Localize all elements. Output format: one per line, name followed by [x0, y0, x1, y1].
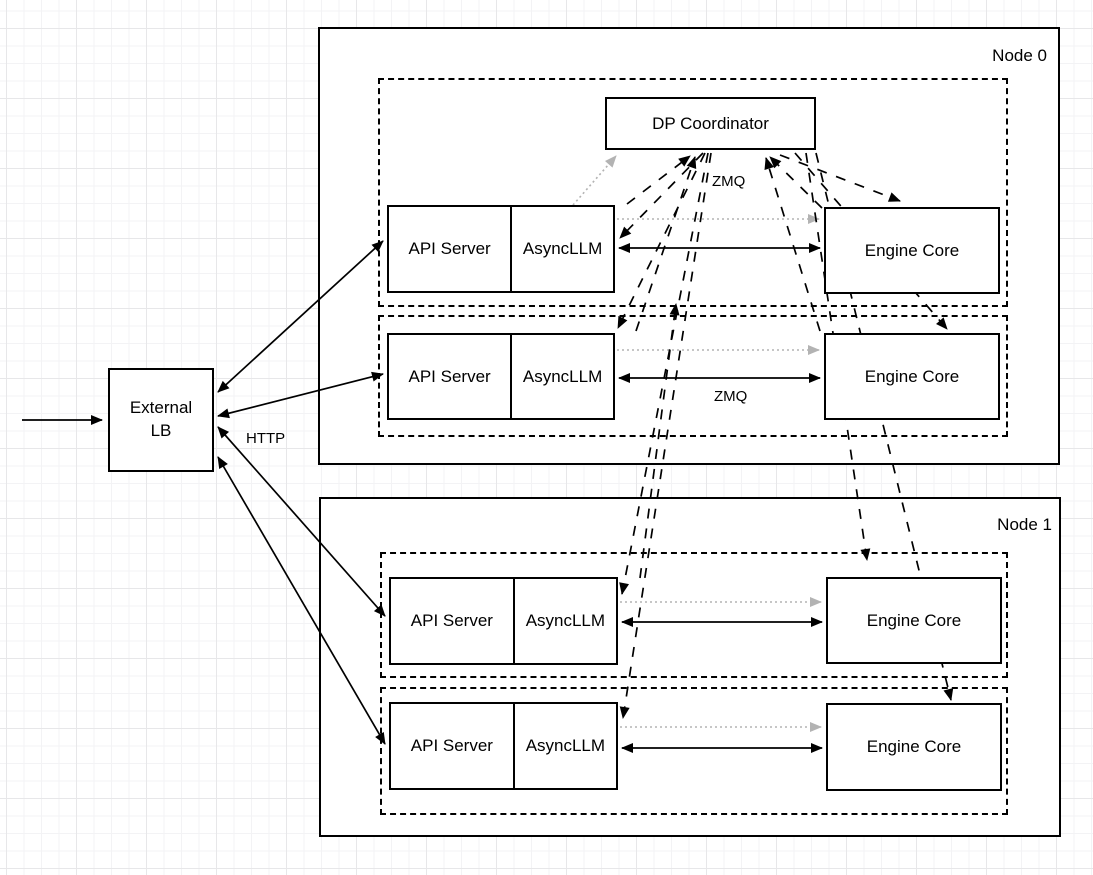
- asyncllm-cell: AsyncLLM: [525, 736, 606, 755]
- engine-core-box-n0r1: Engine Core: [824, 333, 1000, 420]
- asyncllm-cell: AsyncLLM: [522, 239, 603, 258]
- zmq-coordinator-edge-label: ZMQ: [712, 173, 746, 190]
- api-server-cell: API Server: [389, 207, 513, 291]
- api-server-cell: API Server: [389, 335, 513, 418]
- edge-lb-api-n1r1: [217, 456, 386, 745]
- node1-replica1-group: [380, 687, 1008, 815]
- api-server-cell: API Server: [391, 579, 515, 663]
- external-lb-label-line1: External: [129, 398, 193, 418]
- asyncllm-cell: AsyncLLM: [525, 611, 606, 630]
- api-async-box-n1r1: API Server AsyncLLM: [389, 702, 618, 790]
- edge-coordinator-to-async-n0r1: [617, 152, 706, 329]
- engine-core-label: Engine Core: [864, 366, 960, 386]
- engine-core-label: Engine Core: [864, 240, 960, 260]
- engine-core-label: Engine Core: [866, 610, 962, 630]
- engine-core-box-n0r0: Engine Core: [824, 207, 1000, 294]
- api-async-box-n0r0: API Server AsyncLLM: [387, 205, 615, 293]
- api-async-box-n0r1: API Server AsyncLLM: [387, 333, 615, 420]
- edge-lb-api-n0r1: [217, 371, 384, 419]
- edge-coordinator-to-async-n1r0: [619, 152, 709, 595]
- external-lb-label-line2: LB: [150, 421, 172, 440]
- external-lb-box: External LB: [108, 368, 214, 472]
- edge-async-n0r0-to-coordinator: [626, 155, 691, 205]
- edge-coordinator-to-async-n1r1: [619, 152, 712, 719]
- edge-lb-api-n1r0: [217, 426, 386, 617]
- zmq-row-edge-label: ZMQ: [714, 388, 748, 405]
- engine-core-label: Engine Core: [866, 737, 962, 756]
- edge-coordinator-to-async-n0r0: [619, 152, 704, 239]
- edge-lb-api-n0r0: [217, 240, 384, 393]
- edge-coordinator-to-engine-n0r0: [779, 154, 901, 202]
- edge-async-coordinator-dotted: [572, 155, 617, 206]
- api-async-box-n1r0: API Server AsyncLLM: [389, 577, 618, 665]
- dp-coordinator-box: DP Coordinator: [605, 97, 816, 150]
- node1-label: Node 1: [997, 515, 1052, 534]
- edge-engine-n0r0-to-coordinator: [769, 156, 823, 209]
- engine-core-box-n1r0: Engine Core: [826, 577, 1002, 664]
- http-edge-label: HTTP: [246, 430, 286, 447]
- edge-async-n0r1-to-coordinator: [635, 156, 697, 332]
- dp-coordinator-label: DP Coordinator: [652, 113, 769, 133]
- node0-replica0-group: [378, 78, 1008, 307]
- asyncllm-cell: AsyncLLM: [522, 366, 603, 386]
- edge-engine-n0r1-to-coordinator: [764, 157, 821, 332]
- node0-label: Node 0: [992, 46, 1047, 65]
- engine-core-box-n1r1: Engine Core: [826, 703, 1002, 791]
- api-server-cell: API Server: [391, 704, 515, 788]
- edge-async-n1r0-upward: [639, 303, 680, 579]
